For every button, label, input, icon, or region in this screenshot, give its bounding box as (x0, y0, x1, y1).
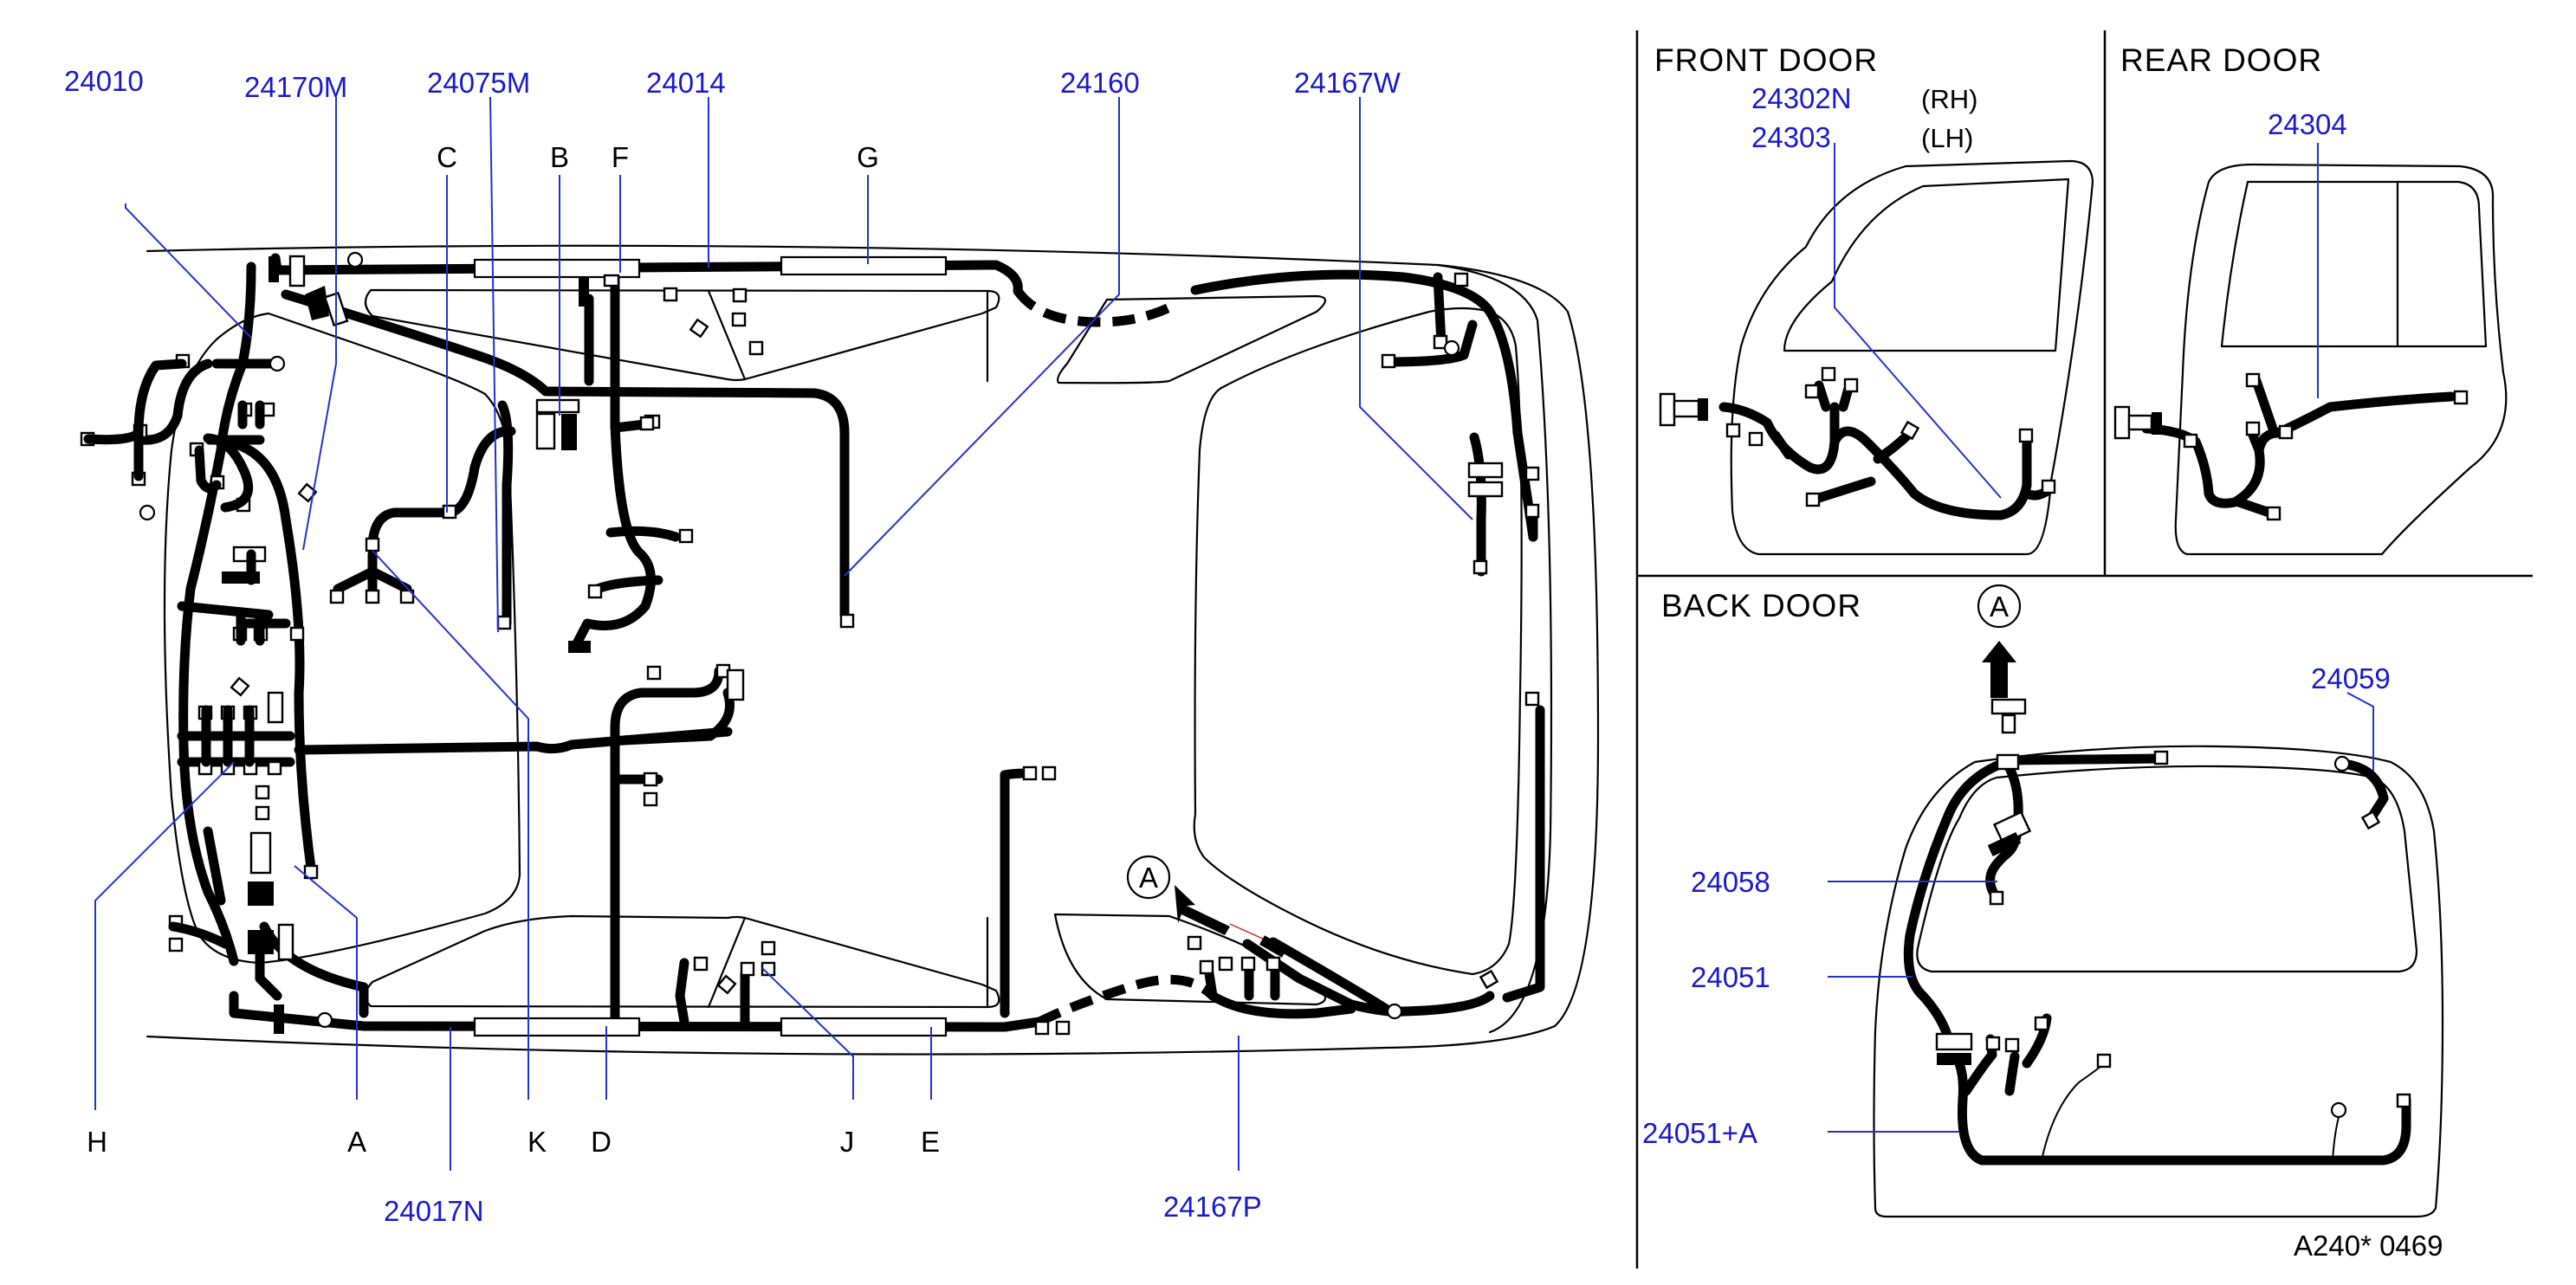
part-number-24010: 24010 (64, 65, 144, 97)
leader-lines (94, 96, 1473, 1171)
rear-door-diagram (2113, 143, 2508, 556)
location-label-h: H (87, 1126, 107, 1158)
location-label-j: J (840, 1126, 855, 1158)
location-label-g: G (857, 141, 879, 173)
location-label-c: C (437, 141, 457, 173)
part-number-24170M: 24170M (244, 71, 347, 103)
front-door-diagram (1659, 143, 2094, 556)
arrow-a-main-label: A (1139, 862, 1158, 894)
location-label-a: A (347, 1126, 366, 1158)
arrow-a-main (1126, 855, 1287, 958)
part-number-24303: 24303 (1751, 121, 1831, 153)
part-number-24304: 24304 (2268, 108, 2347, 140)
car-body-outline (146, 244, 1600, 1056)
engine-wires (83, 358, 265, 949)
front-door-lh: (LH) (1921, 123, 1973, 153)
part-number-24160: 24160 (1060, 67, 1140, 99)
part-number-24014: 24014 (646, 67, 726, 99)
part-number-24167W: 24167W (1294, 67, 1401, 99)
back-door-title: BACK DOOR (1661, 588, 1861, 623)
part-number-24058: 24058 (1691, 866, 1770, 898)
part-number-24059: 24059 (2311, 662, 2391, 694)
front-door-rh: (RH) (1921, 84, 1977, 114)
location-label-e: E (921, 1126, 940, 1158)
diagram-code: A240* 0469 (2294, 1230, 2443, 1262)
arrow-a-back-door-label: A (1990, 591, 2009, 623)
part-number-24051: 24051 (1691, 961, 1770, 993)
part-number-24075M: 24075M (427, 67, 530, 99)
part-number-24167P: 24167P (1163, 1191, 1262, 1223)
part-number-24017N: 24017N (384, 1195, 484, 1227)
front-door-title: FRONT DOOR (1654, 42, 1878, 78)
main-wire-harness (138, 253, 1545, 1032)
rear-door-title: REAR DOOR (2120, 42, 2322, 78)
location-label-f: F (612, 141, 629, 173)
location-label-k: K (527, 1126, 547, 1158)
part-number-24051A: 24051+A (1642, 1117, 1757, 1149)
part-number-24302N: 24302N (1751, 82, 1852, 114)
location-label-d: D (591, 1126, 612, 1158)
main-connectors (80, 251, 1540, 1037)
back-door-diagram (1828, 584, 2444, 1218)
location-label-b: B (550, 141, 569, 173)
